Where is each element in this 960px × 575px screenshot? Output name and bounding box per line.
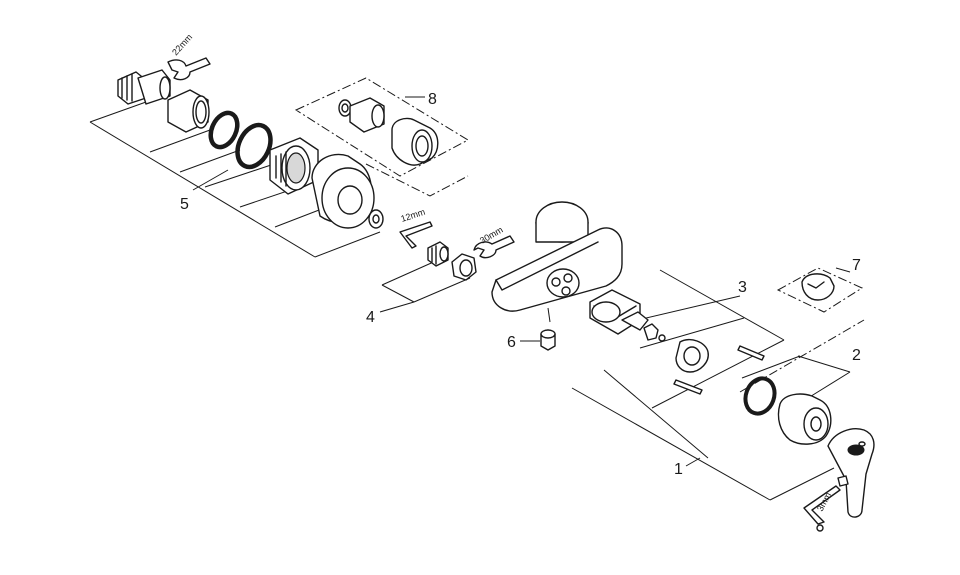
allen-key-3mm-icon: 3mm	[803, 485, 841, 532]
callout-6: 6	[507, 334, 516, 351]
small-washer	[368, 209, 384, 229]
allen-key-3mm-label: 3mm	[815, 491, 833, 513]
lever-handle	[827, 428, 875, 518]
o-ring-small	[208, 110, 240, 150]
threaded-nut	[269, 137, 319, 195]
group-4-service-parts: 12mm 30mm 4	[366, 207, 515, 326]
threaded-nipple	[117, 69, 171, 105]
hex-nut	[451, 253, 477, 281]
allen-key-12mm-label: 12mm	[400, 207, 427, 224]
group-8-extension-set: 8	[294, 77, 470, 197]
sleeve	[167, 89, 210, 133]
cartridge	[589, 289, 649, 335]
cover-rosette	[311, 153, 375, 229]
callout-5: 5	[180, 196, 189, 213]
mixer-body	[491, 201, 623, 323]
callout-4: 4	[366, 309, 375, 326]
wrench-30mm-icon: 30mm	[473, 225, 515, 259]
o-ring-handle	[743, 376, 777, 416]
allen-key-12mm-icon: 12mm	[399, 207, 433, 249]
callout-2: 2	[852, 347, 861, 364]
wrench-22mm-icon: 22mm	[167, 32, 211, 81]
item-6-screw-cap: 6	[507, 329, 556, 351]
o-ring-large	[235, 122, 273, 170]
group-7-cap-set: 7	[739, 257, 865, 393]
callout-3: 3	[738, 279, 747, 296]
clamping-ring	[675, 338, 709, 373]
group-5-connector-set: 22mm 5	[89, 32, 384, 258]
callout-7: 7	[852, 257, 861, 274]
group-2-sleeve-set: 2	[741, 347, 861, 445]
callout-8: 8	[428, 91, 437, 108]
check-valve	[427, 241, 449, 267]
callout-1: 1	[674, 461, 683, 478]
group-1-lever-set: 3mm 1	[571, 369, 875, 532]
wrench-22mm-label: 22mm	[170, 32, 194, 57]
group-3-cartridge-set: 3	[589, 269, 785, 409]
sleeve-handle	[777, 393, 832, 445]
